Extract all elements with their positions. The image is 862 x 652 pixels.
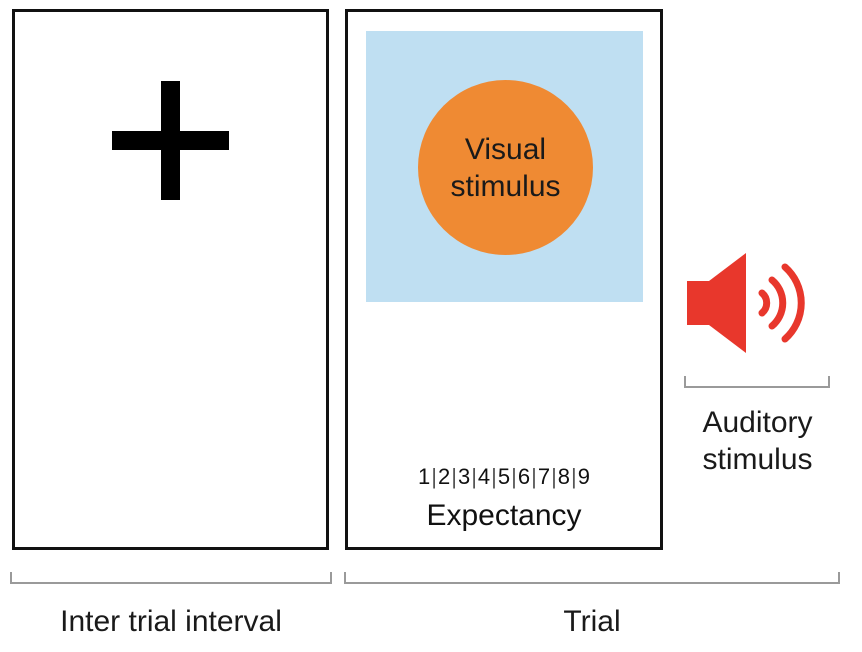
scale-separator: | xyxy=(551,464,557,489)
auditory-stimulus-label: Auditory stimulus xyxy=(702,406,813,476)
scale-value[interactable]: 8 xyxy=(557,464,571,489)
scale-value[interactable]: 9 xyxy=(577,464,590,489)
scale-value[interactable]: 6 xyxy=(517,464,531,489)
inter-trial-bracket xyxy=(10,572,332,584)
inter-trial-label: Inter trial interval xyxy=(60,605,282,638)
scale-value[interactable]: 4 xyxy=(477,464,491,489)
scale-value[interactable]: 5 xyxy=(497,464,511,489)
scale-separator: | xyxy=(531,464,537,489)
visual-stimulus-label: Visual stimulus xyxy=(450,132,561,203)
trial-bracket xyxy=(344,572,840,584)
expectancy-label: Expectancy xyxy=(426,499,582,532)
auditory-bracket xyxy=(684,376,830,388)
scale-separator: | xyxy=(511,464,517,489)
scale-separator: | xyxy=(571,464,577,489)
scale-separator: | xyxy=(431,464,437,489)
scale-value[interactable]: 7 xyxy=(537,464,551,489)
speaker-icon xyxy=(687,253,805,353)
visual-stimulus-circle: Visual stimulus xyxy=(418,80,593,255)
scale-separator: | xyxy=(491,464,497,489)
fixation-cross-vertical xyxy=(161,81,180,200)
scale-value[interactable]: 1 xyxy=(418,464,431,489)
scale-separator: | xyxy=(451,464,457,489)
scale-value[interactable]: 2 xyxy=(437,464,451,489)
scale-value[interactable]: 3 xyxy=(457,464,471,489)
expectancy-scale: 1|2|3|4|5|6|7|8|9 xyxy=(345,464,663,490)
scale-separator: | xyxy=(471,464,477,489)
trial-label: Trial xyxy=(563,605,621,638)
